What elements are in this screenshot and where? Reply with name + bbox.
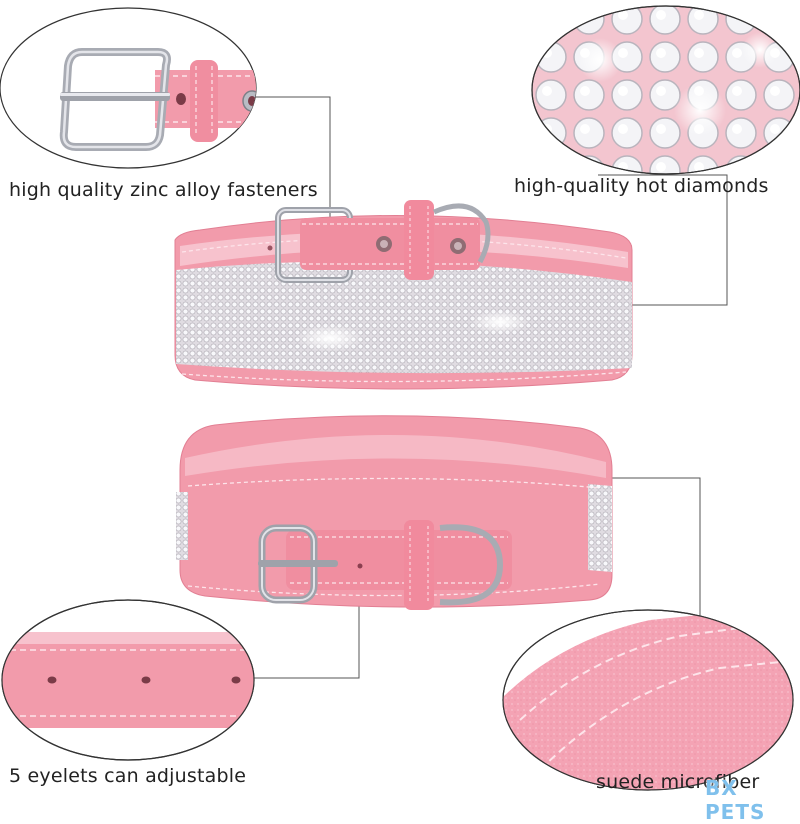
detail-suede-zoom xyxy=(502,609,794,791)
caption-suede-microfiber: suede microfiber xyxy=(596,771,760,793)
eyelet-icon xyxy=(47,676,57,684)
detail-rhinestone-zoom xyxy=(531,5,800,175)
caption-zinc-alloy-fasteners: high quality zinc alloy fasteners xyxy=(9,179,318,201)
eyelet-icon xyxy=(231,676,241,684)
buckle-icon xyxy=(258,524,338,604)
rivet-icon xyxy=(450,238,466,254)
detail-eyelets-zoom xyxy=(1,599,255,761)
eyelet-icon xyxy=(357,563,363,569)
caption-adjustable-eyelets: 5 eyelets can adjustable xyxy=(9,765,247,787)
detail-buckle-zoom xyxy=(0,7,257,169)
collar-front-rhinestone xyxy=(174,200,633,390)
product-illustration xyxy=(0,5,800,791)
eyelet-icon xyxy=(141,676,151,684)
brand-watermark: BX PETS xyxy=(705,776,766,824)
rivet-icon xyxy=(376,236,392,252)
collar-back-suede xyxy=(176,415,613,610)
buckle-icon xyxy=(59,48,171,151)
caption-hot-diamonds: high-quality hot diamonds xyxy=(514,175,769,197)
